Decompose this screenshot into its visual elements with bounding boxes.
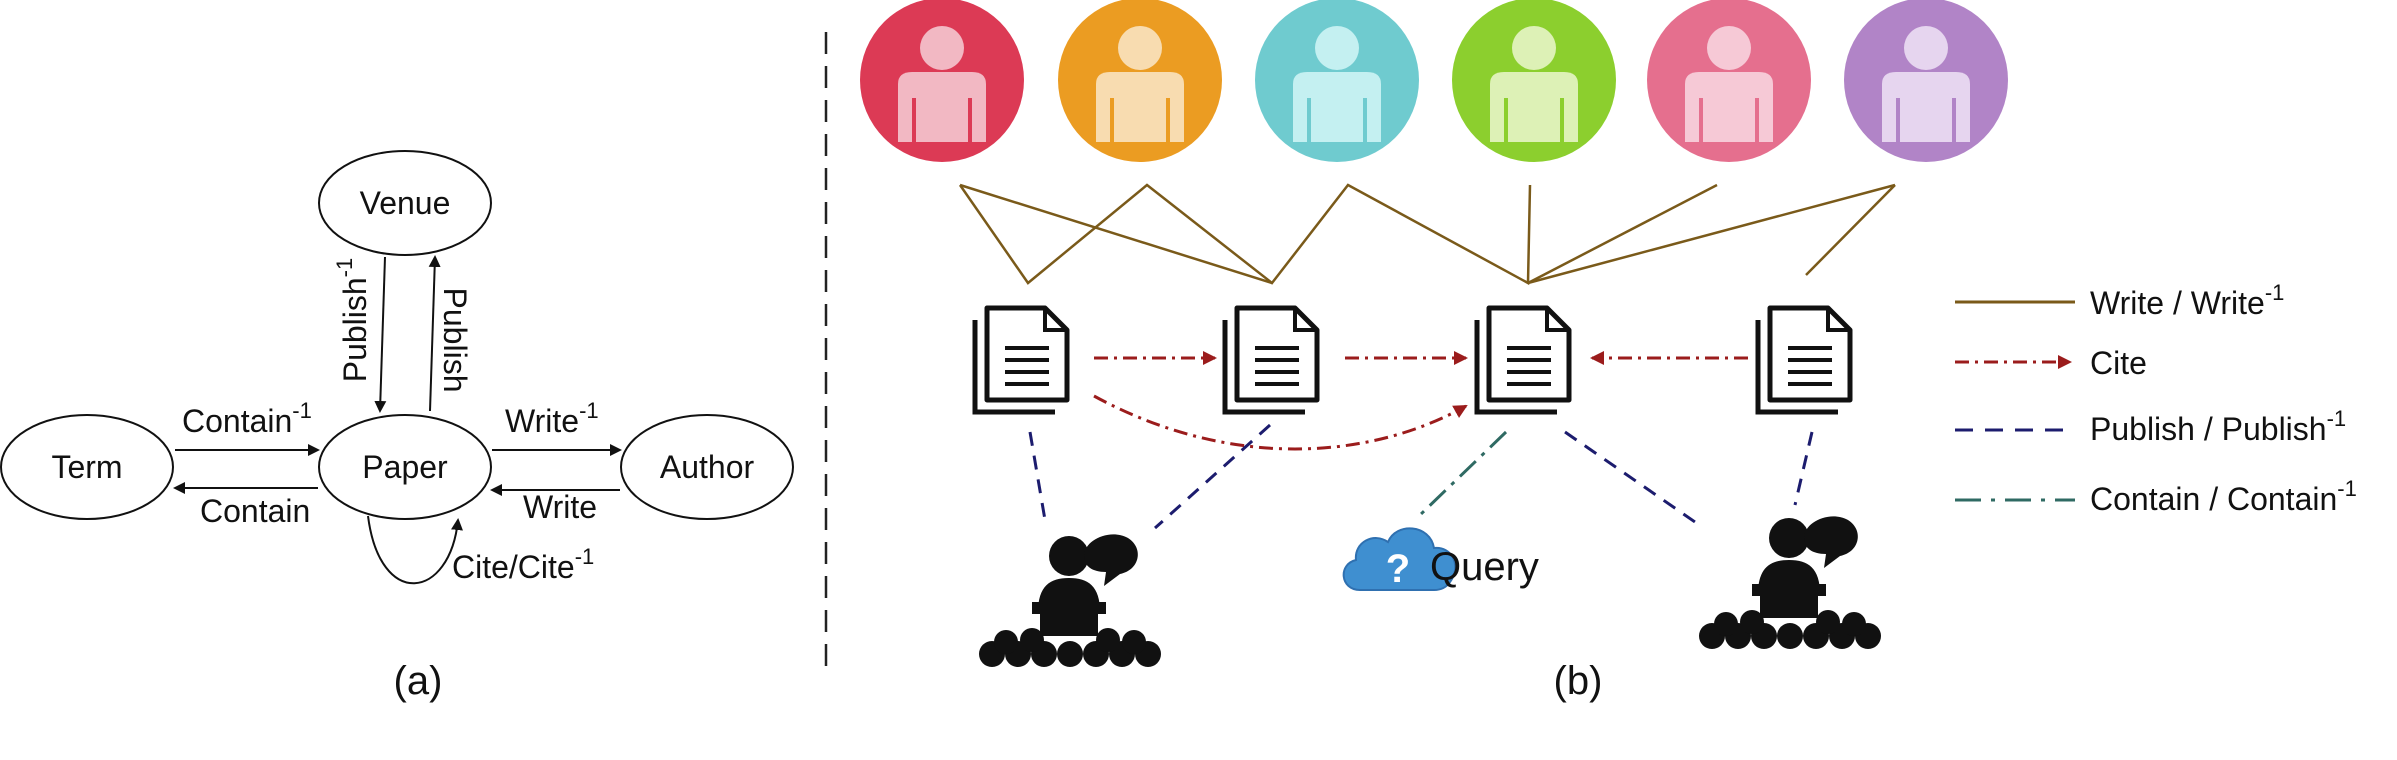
author-avatar-icon (1452, 0, 1616, 162)
legend-publish-label: Publish / Publish-1 (2090, 406, 2346, 447)
write-edge (1805, 184, 1896, 276)
panel-a-schema: Venue Term Paper Author Publish-1 Publis… (0, 150, 794, 703)
publish-edge (1564, 430, 1696, 524)
edge-cite-label: Cite/Cite-1 (452, 544, 594, 585)
edge-contain-inverse-label: Contain-1 (182, 398, 312, 439)
publish-edge (1153, 423, 1272, 530)
legend-contain-label: Contain / Contain-1 (2090, 476, 2357, 517)
paper-2 (1222, 305, 1320, 415)
edge-publish-inverse-label: Publish-1 (332, 258, 373, 383)
publish-edge (1028, 431, 1047, 521)
author-avatar-icon (1844, 0, 2008, 162)
edge-write-inverse-label: Write-1 (505, 398, 599, 439)
paper-4 (1755, 305, 1853, 415)
node-term: Term (0, 414, 174, 520)
edge-publish-label: Publish (437, 288, 473, 393)
query-cloud-icon: ? (1342, 527, 1457, 591)
node-venue-label: Venue (360, 185, 451, 221)
publish-edges (1028, 423, 1814, 530)
legend-write-label: Write / Write-1 (2090, 280, 2284, 321)
paper-3 (1474, 305, 1572, 415)
venue-conference-icon (1699, 516, 1881, 649)
write-edge (1527, 183, 1896, 285)
write-edge (959, 183, 1273, 285)
author-avatar-icon (1058, 0, 1222, 162)
node-term-label: Term (51, 449, 122, 485)
node-venue: Venue (318, 150, 492, 256)
author-avatar-icon (1255, 0, 1419, 162)
caption-a: (a) (394, 659, 443, 703)
write-edges (958, 183, 1896, 286)
venue-conference-icon (979, 534, 1161, 667)
legend: Write / Write-1 Cite Publish / Publish-1… (1955, 280, 2357, 517)
node-author-label: Author (660, 449, 755, 485)
caption-b: (b) (1554, 659, 1603, 703)
edge-publish-inverse (374, 256, 387, 413)
panel-b-network: ? Query (b) (860, 0, 2008, 703)
edge-publish (428, 255, 441, 412)
write-edge (1527, 183, 1718, 285)
edge-write-label: Write (523, 489, 597, 525)
svg-text:?: ? (1386, 547, 1410, 591)
author-nodes (860, 0, 2008, 162)
query-label: Query (1430, 545, 1539, 589)
publish-edge (1793, 431, 1814, 506)
paper-1 (972, 305, 1070, 415)
author-avatar-icon (1647, 0, 1811, 162)
node-paper-label: Paper (362, 449, 448, 485)
edge-cite-loop (367, 515, 463, 585)
cite-edges (1093, 351, 1748, 451)
cite-edge (1093, 394, 1468, 451)
legend-cite-label: Cite (2090, 345, 2147, 381)
author-avatar-icon (860, 0, 1024, 162)
write-edge (958, 183, 1532, 286)
node-author: Author (620, 414, 794, 520)
contain-edge (1418, 430, 1508, 517)
node-paper: Paper (318, 414, 492, 520)
edge-contain-label: Contain (200, 493, 310, 529)
